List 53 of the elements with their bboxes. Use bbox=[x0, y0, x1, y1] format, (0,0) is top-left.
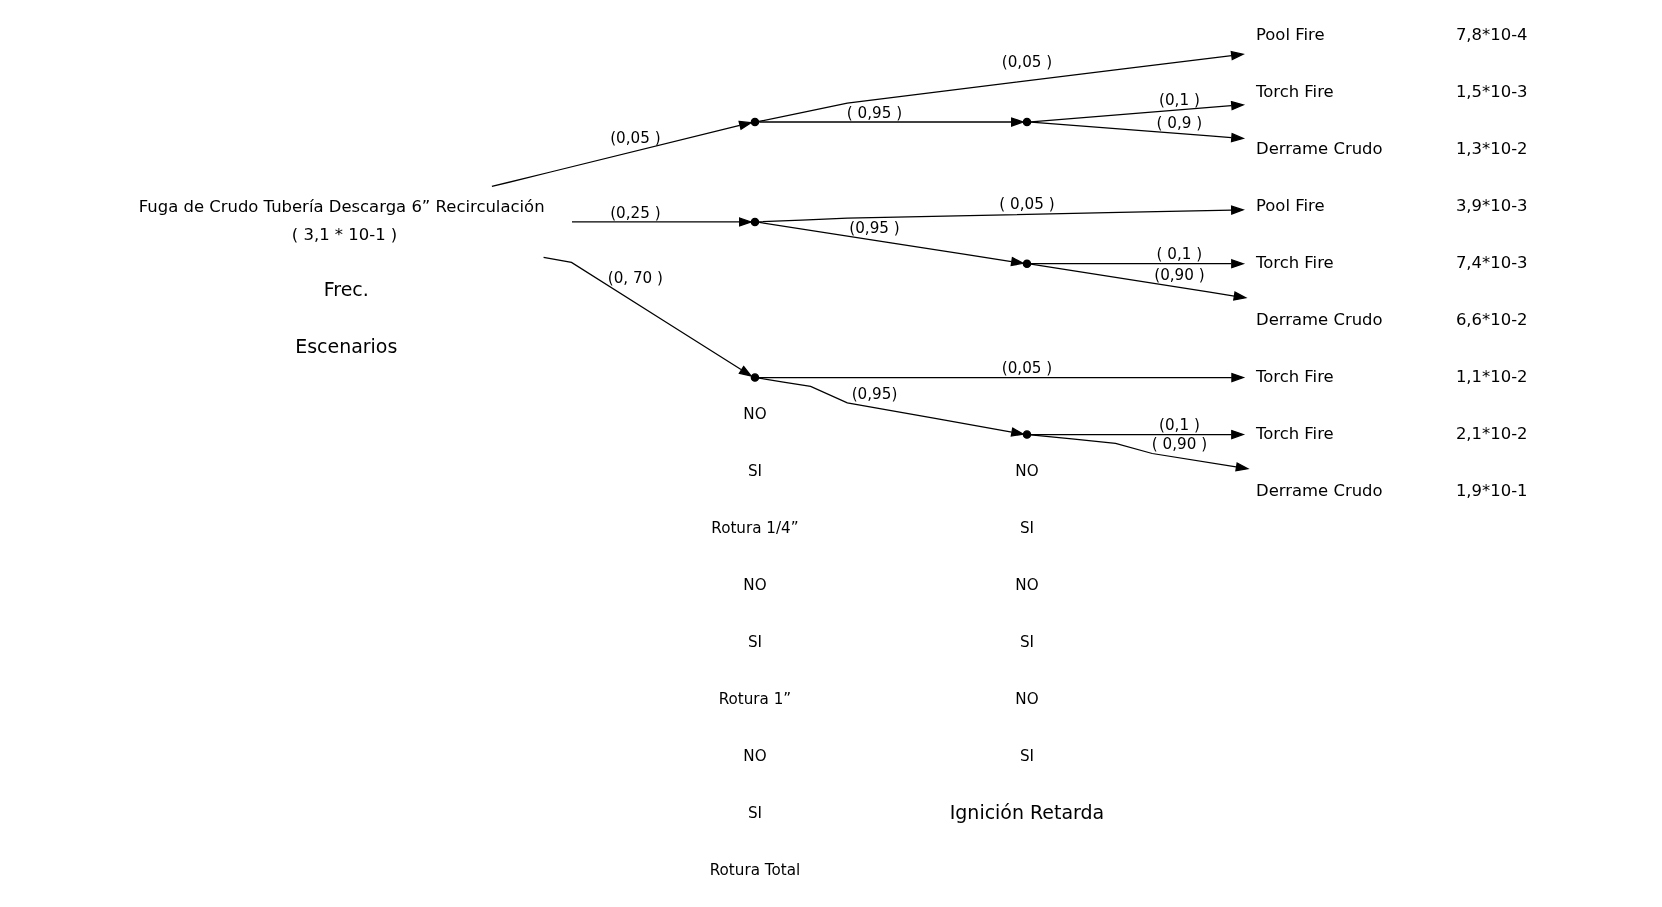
label: SI bbox=[1019, 519, 1034, 538]
node-text: Derrame Crudo bbox=[1255, 139, 1383, 159]
edge-label: ( 0,9 ) bbox=[1156, 113, 1202, 132]
label: Rotura 1” bbox=[718, 690, 791, 709]
node-label: 1,1*10-2 bbox=[1455, 366, 1528, 386]
edge-label: (0,90 ) bbox=[1153, 265, 1205, 284]
label: NO bbox=[742, 747, 767, 766]
label: NO bbox=[1014, 576, 1039, 595]
edge-label: (0, 70 ) bbox=[607, 269, 663, 288]
node-text: Pool Fire bbox=[1255, 196, 1325, 216]
label: Frec. bbox=[323, 277, 369, 300]
node-label: 1,3*10-2 bbox=[1455, 139, 1528, 159]
node-text: Pool Fire bbox=[1255, 25, 1325, 45]
node-text: Fuga de Crudo Tubería Descarga 6” Recirculación bbox=[138, 197, 545, 217]
node-label: 6,6*10-2 bbox=[1455, 309, 1528, 329]
label: SI bbox=[1019, 747, 1034, 766]
node-text: Torch Fire bbox=[1255, 82, 1334, 102]
edge-label: ( 0,95 ) bbox=[846, 103, 902, 122]
edge-label: (0,95) bbox=[851, 384, 897, 403]
edge-label: (0,05 ) bbox=[609, 129, 661, 148]
node-label: 1,5*10-3 bbox=[1455, 82, 1528, 102]
label: NO bbox=[1014, 462, 1039, 481]
edge-label: (0,1 ) bbox=[1158, 91, 1200, 110]
edge-label: ( 0,1 ) bbox=[1156, 245, 1202, 264]
node-text: Derrame Crudo bbox=[1255, 309, 1383, 329]
label: Rotura 1/4” bbox=[710, 519, 799, 538]
node-label: 7,4*10-3 bbox=[1455, 253, 1528, 273]
edge-label: ( 0,90 ) bbox=[1151, 435, 1207, 454]
label: SI bbox=[747, 633, 762, 652]
node-label: 2,1*10-2 bbox=[1455, 423, 1528, 443]
edge-label: (0,1 ) bbox=[1158, 416, 1200, 435]
label: NO bbox=[742, 405, 767, 424]
edge-label: (0,95 ) bbox=[848, 218, 900, 237]
node-label: ( 3,1 * 10-1 ) bbox=[291, 225, 397, 245]
node-text: Torch Fire bbox=[1255, 366, 1334, 386]
label: Rotura Total bbox=[709, 860, 800, 879]
node-text: Torch Fire bbox=[1255, 253, 1334, 273]
node-label: 1,9*10-1 bbox=[1455, 480, 1528, 500]
edge-label: (0,25 ) bbox=[609, 203, 661, 222]
node-label: 3,9*10-3 bbox=[1455, 196, 1528, 216]
edge-label: ( 0,05 ) bbox=[998, 194, 1055, 213]
node-label: 7,8*10-4 bbox=[1455, 25, 1528, 45]
edge-label: (0,05 ) bbox=[1001, 359, 1052, 378]
node-text: Torch Fire bbox=[1255, 423, 1334, 443]
label: NO bbox=[1014, 690, 1039, 709]
label: Ignición Retarda bbox=[949, 800, 1104, 823]
label: SI bbox=[747, 462, 762, 481]
label: SI bbox=[1019, 633, 1034, 652]
edge-label: (0,05 ) bbox=[1001, 53, 1052, 72]
label: Escenarios bbox=[294, 334, 397, 357]
label: SI bbox=[747, 804, 762, 823]
label: NO bbox=[742, 576, 767, 595]
node-text: Derrame Crudo bbox=[1255, 480, 1383, 500]
